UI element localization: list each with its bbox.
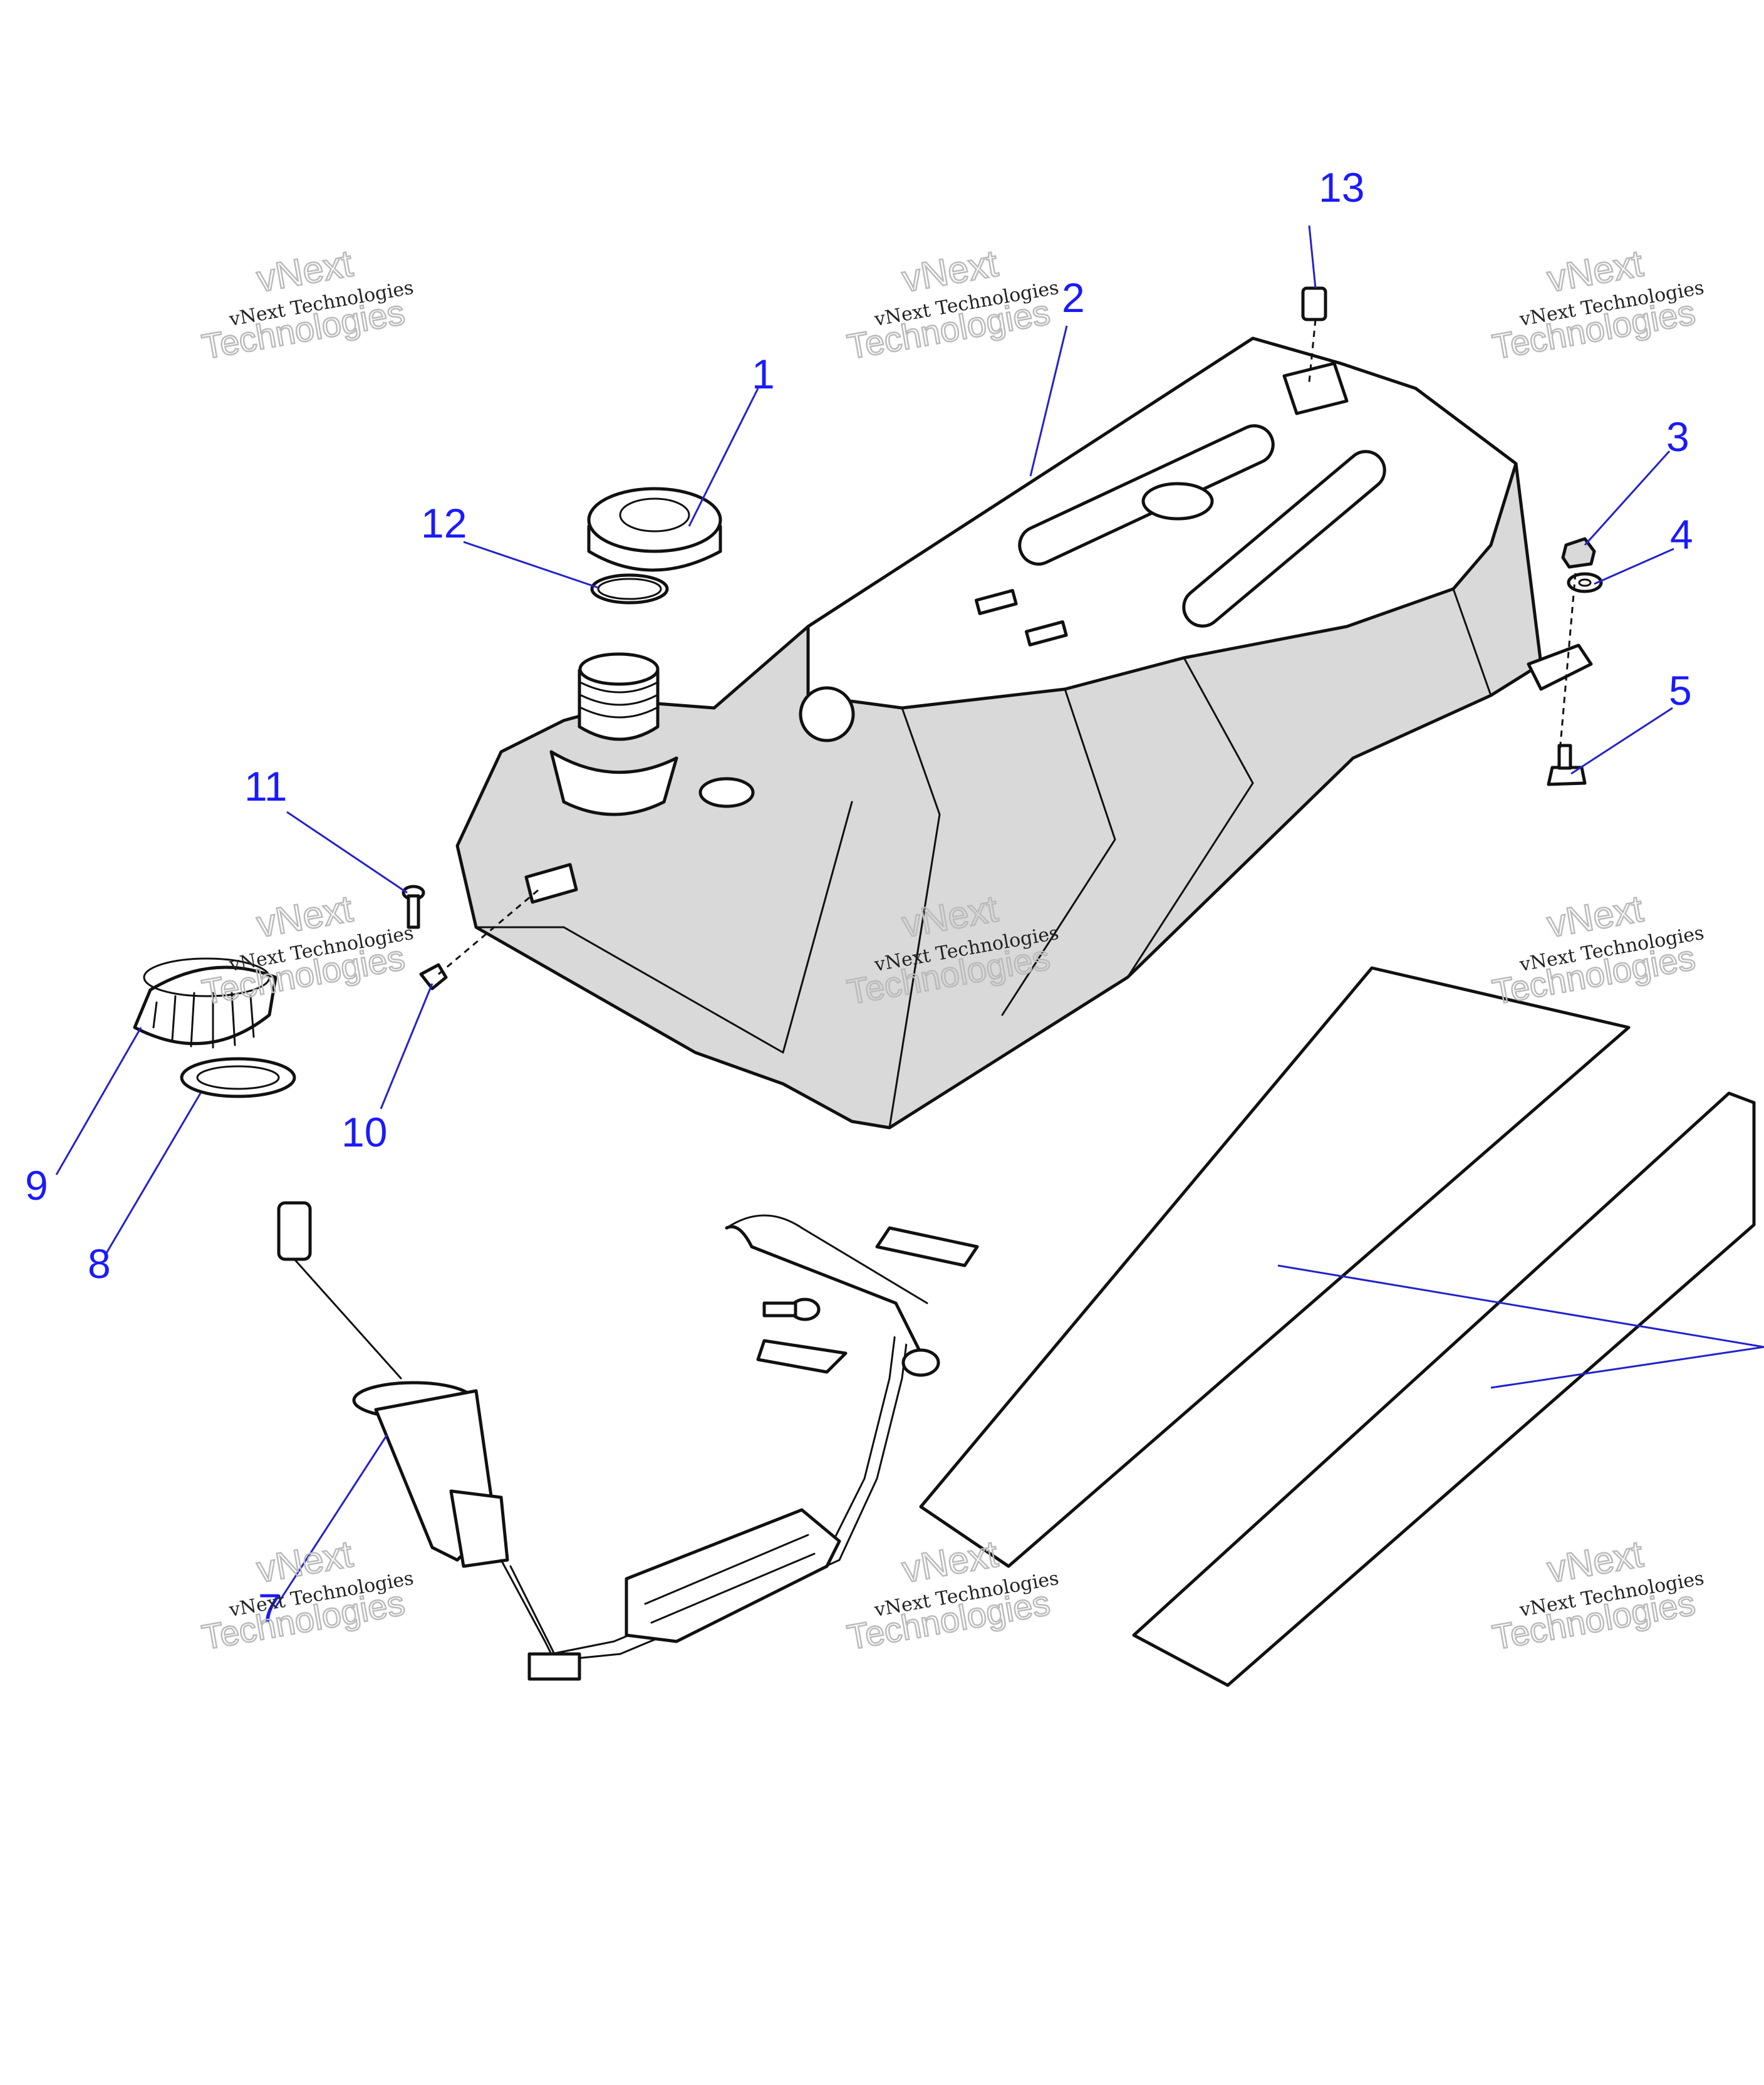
- callout-12: 12: [421, 500, 467, 546]
- callout-11: 11: [244, 763, 288, 809]
- watermark: vNext Technologies vNext Technologies: [1489, 241, 1706, 367]
- filler-o-ring: [590, 573, 669, 605]
- clip-nut-small: [419, 963, 448, 991]
- nut: [1561, 537, 1596, 569]
- fuel-pump-assembly: [277, 1201, 979, 1681]
- small-bolt: [402, 885, 425, 929]
- callout-3: 3: [1666, 413, 1689, 460]
- bolt: [1547, 744, 1587, 786]
- callout-8: 8: [88, 1240, 111, 1287]
- washer: [1567, 572, 1603, 593]
- clip-nut: [1301, 286, 1327, 321]
- fuel-tank: [455, 336, 1593, 1130]
- callout-2: 2: [1062, 274, 1085, 321]
- callout-1: 1: [752, 351, 775, 397]
- pump-seal: [180, 1057, 296, 1098]
- fuel-cap: [587, 487, 722, 572]
- watermark: vNext Technologies vNext Technologies: [1489, 1532, 1706, 1658]
- callout-10: 10: [341, 1109, 387, 1155]
- watermark: vNext Technologies vNext Technologies: [199, 241, 415, 367]
- callout-7: 7: [258, 1585, 281, 1631]
- watermark: vNext Technologies vNext Technologies: [844, 241, 1061, 367]
- leader-lines: [55, 225, 1764, 1608]
- callout-9: 9: [25, 1162, 48, 1209]
- watermark: vNext Technologies vNext Technologies: [199, 887, 415, 1012]
- callout-labels: 1 2 3 4 5 7 8 9 10 11 12 13: [25, 164, 1693, 1631]
- heat-shield-pads: [919, 966, 1756, 1687]
- callout-13: 13: [1319, 164, 1364, 211]
- callout-4: 4: [1670, 511, 1693, 558]
- callout-5: 5: [1669, 667, 1692, 714]
- watermark: vNext Technologies vNext Technologies: [1489, 887, 1706, 1012]
- lock-ring: [133, 957, 278, 1049]
- watermark: vNext Technologies vNext Technologies: [199, 1532, 415, 1658]
